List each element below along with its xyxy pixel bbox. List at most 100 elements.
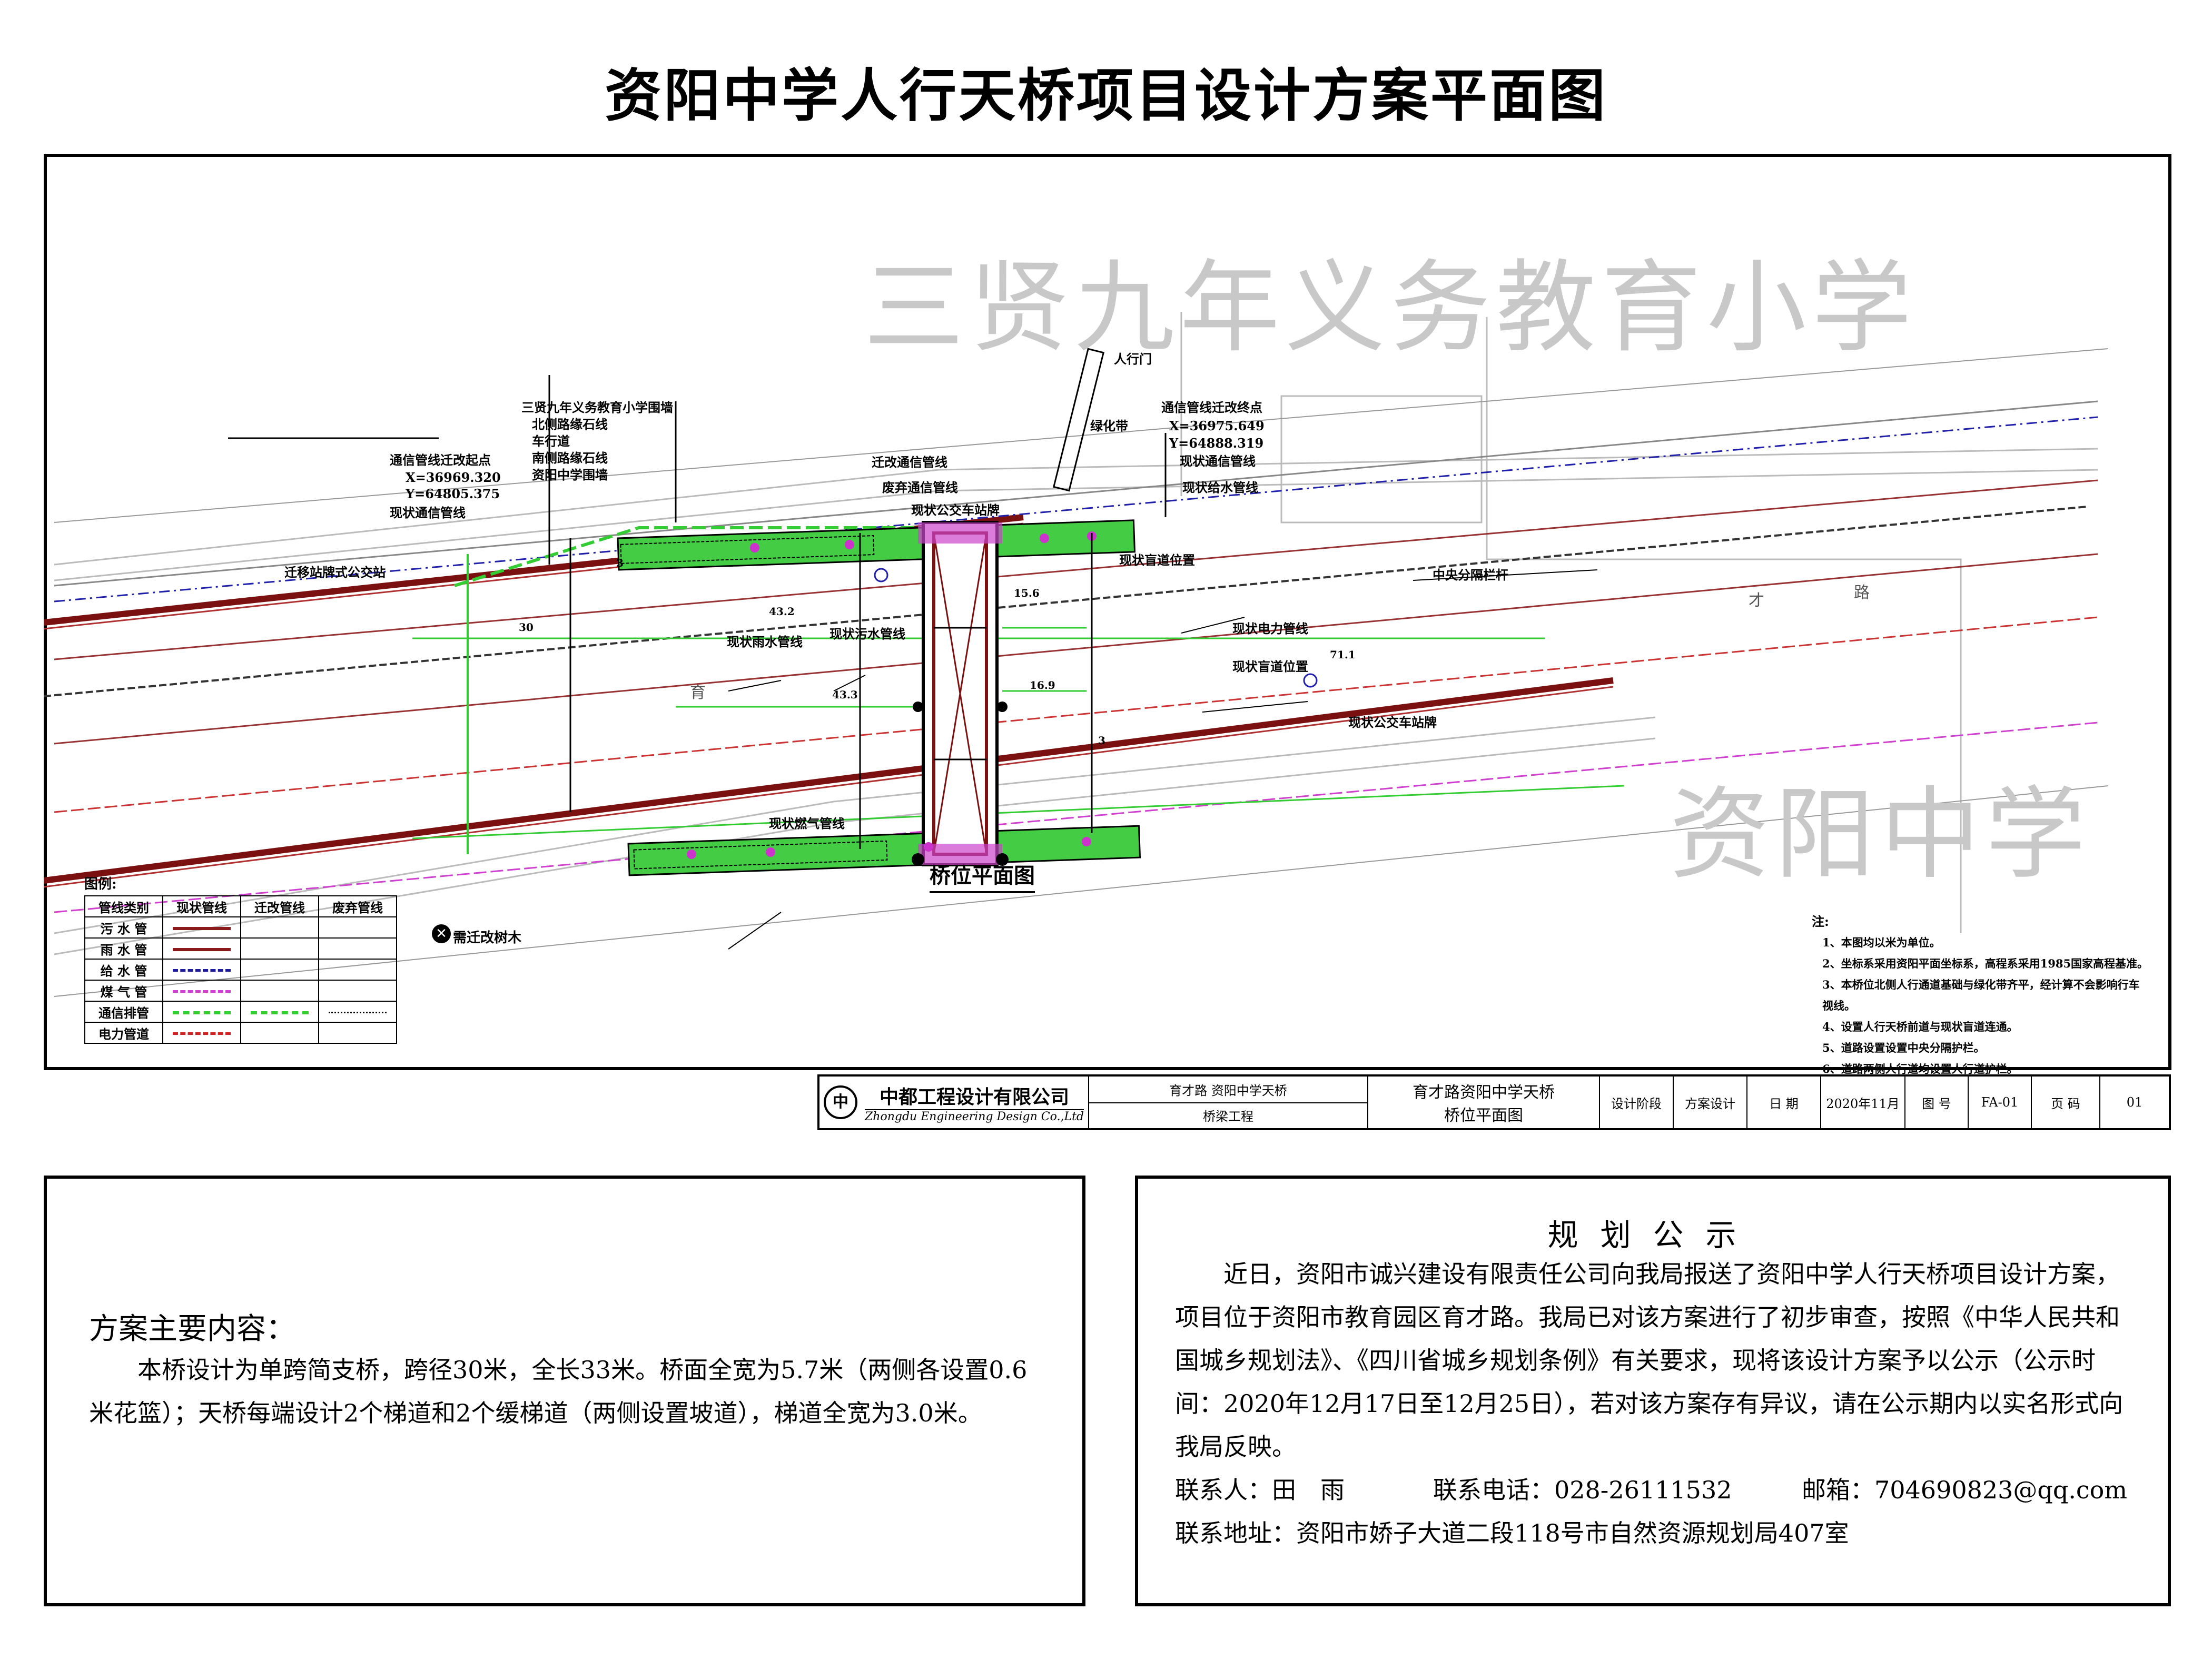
legend-row: 给 水 管: [84, 959, 397, 981]
label-school-wall: 三贤九年义务教育小学围墙: [521, 400, 673, 415]
legend-header: 迁改管线: [240, 895, 319, 917]
notice-address: 联系地址：资阳市娇子大道二段118号市自然资源规划局407室: [1175, 1519, 1849, 1547]
label-existing-comm-2: 现状通信管线: [1180, 453, 1256, 469]
bus-stop-south-symbol: [1303, 673, 1318, 688]
note-item: 6、道路两侧人行道均设置人行道护栏。: [1822, 1062, 2018, 1075]
dim-43-3: 43.3: [832, 688, 858, 701]
legend-swatch: [329, 1012, 387, 1013]
plan-body: 本桥设计为单跨简支桥，跨径30米，全长33米。桥面全宽为5.7米（两侧各设置0.…: [89, 1356, 1028, 1427]
label-comm-start-x: X=36969.320: [406, 470, 501, 485]
page-title: 资阳中学人行天桥项目设计方案平面图: [604, 63, 1607, 129]
label-comm-start-y: Y=64805.375: [406, 486, 500, 501]
bus-stop-north-symbol: [874, 568, 888, 582]
label-relocated-comm: 迁改通信管线: [872, 455, 947, 470]
plan-content-box: 方案主要内容： 本桥设计为单跨简支桥，跨径30米，全长33米。桥面全宽为5.7米…: [44, 1176, 1085, 1606]
dim-43-2: 43.2: [769, 605, 795, 618]
company-logo-icon: 中: [824, 1085, 857, 1119]
drawing-no-value: FA-01: [1968, 1077, 2031, 1128]
legend-name: 污 水 管: [84, 916, 163, 939]
company-en: Zhongdu Engineering Design Co.,Ltd: [865, 1109, 1084, 1123]
label-median: 中央分隔栏杆: [1433, 567, 1508, 582]
south-stair-strip: [627, 825, 1141, 876]
pipe-markers: [687, 531, 1097, 859]
label-relocated-bus: 迁移站牌式公交站: [284, 565, 386, 580]
label-blind-south: 现状盲道位置: [1232, 659, 1308, 674]
sewage-pipe: [54, 553, 2098, 745]
label-pedestrian-gate: 人行门: [1114, 351, 1152, 367]
legend-title: 图例:: [84, 876, 117, 892]
label-comm-end: 通信管线迁改终点: [1161, 400, 1262, 415]
label-existing-comm: 现状通信管线: [390, 505, 466, 520]
note-item: 3、本桥位北侧人行通道基础与绿化带齐平，经计算不会影响行车视线。: [1822, 978, 2140, 1012]
label-comm-end-y: Y=64888.319: [1169, 436, 1264, 451]
legend-swatch: [173, 947, 231, 951]
power-pipe: [54, 616, 2098, 813]
legend-name: 通信排管: [84, 1001, 163, 1023]
drawing-no-label: 图 号: [1904, 1077, 1968, 1128]
legend-swatch: [173, 1011, 231, 1014]
legend-name: 雨 水 管: [84, 937, 163, 960]
drawing-frame: [44, 154, 2171, 1070]
legend-header: 废弃管线: [318, 895, 397, 917]
project-name: 育才路 资阳中学天桥: [1089, 1077, 1367, 1103]
label-existing-blind: 现状盲道位置: [1119, 552, 1195, 568]
planning-notice-box: 规划公示 近日，资阳市诚兴建设有限责任公司向我局报送了资阳中学人行天桥项目设计方…: [1135, 1176, 2171, 1606]
dim-30: 30: [519, 621, 534, 634]
legend-name: 给 水 管: [84, 959, 163, 981]
legend-table: 管线类别 现状管线 迁改管线 废弃管线 污 水 管 雨 水 管 给 水 管 煤 …: [84, 895, 397, 1044]
north-stair-strip: [617, 519, 1136, 571]
note-item: 1、本图均以米为单位。: [1822, 936, 1941, 949]
notice-contact: 联系人：田 雨: [1175, 1476, 1345, 1504]
drawing-name-top: 育才路资阳中学天桥: [1413, 1083, 1555, 1102]
drawing-name-cell: 育才路资阳中学天桥 桥位平面图: [1367, 1077, 1599, 1128]
building-outlines: [54, 312, 2098, 955]
footbridge-span: [918, 521, 1002, 866]
legend-header: 管线类别: [84, 895, 163, 917]
dim-16-9: 16.9: [1030, 679, 1055, 692]
notice-email[interactable]: 邮箱：704690823@qq.com: [1802, 1476, 2127, 1504]
drawing-caption: 桥位平面图: [930, 858, 1035, 893]
label-sewage-pipe: 现状污水管线: [829, 626, 905, 641]
dim-71-1: 71.1: [1330, 648, 1356, 661]
tree-icon: ✕: [432, 924, 451, 943]
label-south-curb: 南侧路缘石线: [532, 450, 608, 466]
legend-row: 污 水 管: [84, 916, 397, 939]
label-comm-end-x: X=36975.649: [1169, 418, 1265, 433]
drawing-name-bottom: 桥位平面图: [1444, 1107, 1523, 1125]
project-cell: 育才路 资阳中学天桥 桥梁工程: [1088, 1077, 1367, 1128]
date-label: 日 期: [1746, 1077, 1820, 1128]
tree-symbols: [912, 702, 1009, 866]
dim-3b: 3: [1098, 734, 1105, 747]
legend-swatch: [173, 969, 231, 972]
project-discipline: 桥梁工程: [1203, 1109, 1253, 1124]
road-name-1: 育: [690, 684, 706, 702]
road-name-3: 路: [1854, 584, 1870, 602]
label-green-belt: 绿化带: [1090, 418, 1128, 433]
tree-note: 需迁改树木: [453, 930, 522, 946]
label-rain-pipe: 现状雨水管线: [727, 634, 803, 649]
label-bus-stop-south: 现状公交车站牌: [1348, 715, 1437, 730]
legend-swatch: [173, 990, 231, 993]
notice-paragraph: 近日，资阳市诚兴建设有限责任公司向我局报送了资阳中学人行天桥项目设计方案，项目位…: [1175, 1260, 2124, 1461]
stage-value: 方案设计: [1673, 1077, 1746, 1128]
south-curb-line: [44, 677, 1614, 884]
watermark-zizhong: 资阳中学: [1670, 776, 2091, 893]
dim-3a: 3: [616, 557, 624, 569]
legend-swatch: [251, 1011, 309, 1014]
rain-pipe: [54, 479, 2098, 660]
company-cn: 中都工程设计有限公司: [879, 1086, 1069, 1108]
legend-swatch: [173, 1032, 231, 1035]
legend-row: 电力管道: [84, 1022, 397, 1044]
title-block: 中 中都工程设计有限公司 Zhongdu Engineering Design …: [817, 1074, 2171, 1130]
page-value: 01: [2099, 1077, 2169, 1128]
label-bus-stop-north: 现状公交车站牌: [911, 502, 1000, 518]
label-zizhong-wall: 资阳中学围墙: [532, 467, 608, 482]
notice-phone: 联系电话：028-26111532: [1433, 1476, 1732, 1504]
company-cell: 中 中都工程设计有限公司 Zhongdu Engineering Design …: [819, 1077, 1088, 1128]
median-fence: [44, 506, 2088, 697]
legend-row: 雨 水 管: [84, 937, 397, 960]
label-abandoned-comm: 废弃通信管线: [882, 480, 958, 495]
water-pipe: [54, 416, 2098, 603]
label-existing-water: 现状给水管线: [1182, 480, 1258, 495]
legend-header-row: 管线类别 现状管线 迁改管线 废弃管线: [84, 895, 397, 917]
